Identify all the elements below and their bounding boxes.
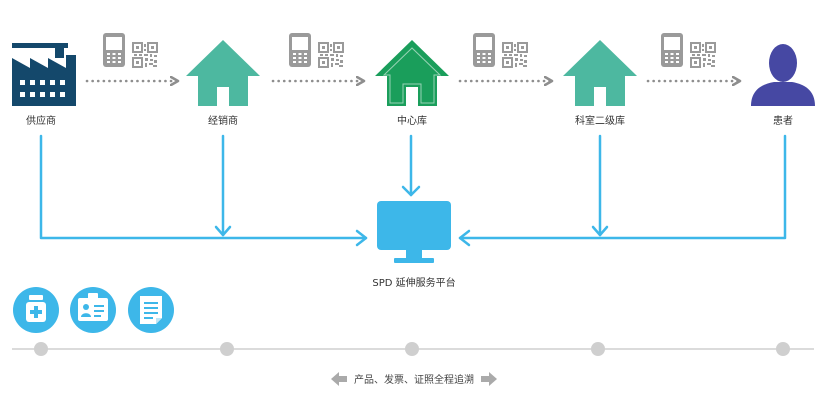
document-icon [128, 287, 174, 333]
flow-line-supplier [39, 134, 368, 240]
node-label-patient: 患者 [773, 116, 793, 127]
house-icon [563, 40, 637, 106]
right-arrow-icon [481, 372, 497, 386]
flow-arrowhead-center [401, 185, 421, 197]
tracking-label: 产品、发票、证照全程追溯 [354, 375, 474, 386]
timeline [12, 342, 814, 356]
patient-icon [751, 44, 815, 106]
platform-label: SPD 延伸服务平台 [372, 278, 456, 289]
timeline-dot [776, 342, 790, 356]
scan-phone-icon [473, 33, 495, 67]
house-icon [375, 40, 449, 106]
node-label-distributor: 经销商 [208, 116, 238, 127]
scan-phone-icon [289, 33, 311, 67]
node-label-central-warehouse: 中心库 [397, 116, 427, 127]
flow-line-patient [458, 134, 787, 240]
node-label-department-warehouse: 科室二级库 [575, 116, 625, 127]
flow-arrowhead-department [591, 225, 609, 237]
house-icon [186, 40, 260, 106]
timeline-dot [220, 342, 234, 356]
timeline-dot [591, 342, 605, 356]
qr-code-icon [690, 42, 716, 68]
flow-arrowhead-left [355, 229, 368, 247]
left-arrow-icon [331, 372, 347, 386]
timeline-dot [34, 342, 48, 356]
id-card-icon [70, 287, 116, 333]
node-label-supplier: 供应商 [26, 116, 56, 127]
flow-lines [39, 134, 787, 247]
factory-icon [12, 43, 76, 106]
medicine-bottle-icon [13, 287, 59, 333]
qr-code-icon [502, 42, 528, 68]
monitor-icon [377, 201, 451, 263]
qr-code-icon [318, 42, 344, 68]
qr-code-icon [132, 42, 158, 68]
timeline-dot [405, 342, 419, 356]
scan-phone-icon [661, 33, 683, 67]
flow-arrowhead-right [458, 229, 471, 247]
scan-phone-icon [103, 33, 125, 67]
flow-arrowhead-distributor [214, 225, 232, 237]
